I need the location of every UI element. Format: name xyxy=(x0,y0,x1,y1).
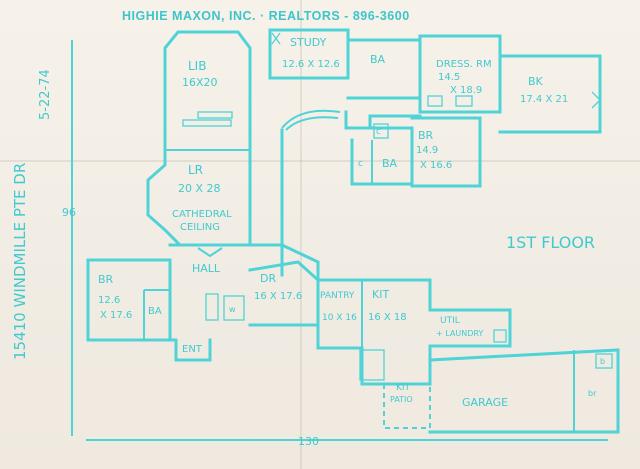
closet-mark-br: br xyxy=(588,389,597,398)
width-dimension-label: 130 xyxy=(298,435,319,448)
room-dr-size: 16 X 17.6 xyxy=(254,291,302,302)
room-br-left-size-b: X 17.6 xyxy=(100,310,132,321)
address-label: 15410 WINDMILLE PTE DR xyxy=(11,163,29,360)
depth-dimension-label: 96 xyxy=(62,206,76,219)
room-br-left-name: BR xyxy=(98,273,114,286)
bath-mid-wall xyxy=(350,126,414,186)
patio-outline xyxy=(383,384,431,429)
hall-powder xyxy=(223,295,245,321)
paper-fold-vertical xyxy=(300,0,302,469)
room-dress-size-b: X 18.9 xyxy=(450,85,482,96)
dress-fixture xyxy=(427,95,443,107)
room-br-right-name: BR xyxy=(418,129,434,142)
room-kit-name: KIT xyxy=(372,288,389,301)
floor-label: 1ST FLOOR xyxy=(506,233,595,252)
date-label: 5-22-74 xyxy=(38,69,53,120)
library-shelf xyxy=(182,119,232,127)
utility-fixture xyxy=(493,329,507,343)
room-kit-size: 16 X 18 xyxy=(368,312,407,323)
hallway-left-wall xyxy=(280,128,320,290)
room-patio-note: PATIO xyxy=(390,395,413,404)
garage-wall xyxy=(428,348,620,434)
room-lib-size: 16X20 xyxy=(182,76,218,89)
garage-bath-box xyxy=(595,353,613,369)
room-lr-name: LR xyxy=(188,163,203,177)
room-pantry-name: PANTRY xyxy=(320,291,355,301)
room-br-right-size-b: X 16.6 xyxy=(420,160,452,171)
study-wall xyxy=(268,28,350,80)
room-lr-note1: CATHEDRAL xyxy=(172,209,232,220)
room-br-left-size-a: 12.6 xyxy=(98,295,120,306)
hall-arch-mark xyxy=(197,247,223,258)
room-lr-size: 20 X 28 xyxy=(178,182,221,195)
kitchen-lower-wall xyxy=(316,323,432,386)
bedroom-right-wall xyxy=(410,116,482,188)
bedroom-master-wall xyxy=(498,54,602,134)
closet-mark-b: b xyxy=(600,357,605,366)
kitchen-wall xyxy=(316,278,512,348)
room-bk-name: BK xyxy=(528,75,544,88)
room-pantry-size: 10 X 16 xyxy=(322,313,357,323)
room-ent-name: ENT xyxy=(182,344,203,355)
paper-fold-horizontal xyxy=(0,160,640,162)
room-lr-note2: CEILING xyxy=(180,222,220,233)
curved-stair-inner xyxy=(285,116,339,131)
realtor-header: HIGHIE MAXON, INC. · REALTORS - 896-3600 xyxy=(122,9,410,23)
dress-room-wall xyxy=(418,34,502,114)
kitchen-stair xyxy=(359,349,385,381)
room-garage-name: GARAGE xyxy=(462,396,508,409)
room-br-right-size-a: 14.9 xyxy=(416,145,438,156)
closet-mark-c-2: c xyxy=(358,159,363,169)
hall-top-wall xyxy=(168,243,284,277)
hall-closet xyxy=(205,293,219,321)
bath-top-wall xyxy=(346,38,422,100)
closet-mark-box xyxy=(373,123,389,139)
study-window-mark xyxy=(271,32,281,45)
room-patio-name: KIT xyxy=(396,383,411,393)
room-util-name: UTIL xyxy=(440,316,460,326)
entry-wall xyxy=(168,338,212,362)
room-ba-left-name: BA xyxy=(148,306,162,317)
room-study-name: STUDY xyxy=(290,36,327,49)
room-dress-name: DRESS. RM xyxy=(436,59,492,70)
room-ba-mid-name: BA xyxy=(382,157,398,170)
room-hall-name: HALL xyxy=(192,262,221,275)
room-lib-name: LIB xyxy=(188,59,206,73)
room-study-size: 12.6 X 12.6 xyxy=(282,59,340,70)
dress-fixture-2 xyxy=(455,95,473,107)
closet-mark-c: c xyxy=(376,127,381,137)
library-shelf-2 xyxy=(197,111,233,119)
curved-stair-outer xyxy=(281,109,341,129)
room-util-note: + LAUNDRY xyxy=(436,329,483,338)
room-ba-top-name: BA xyxy=(370,53,386,66)
closet-mark-w: w xyxy=(229,305,236,314)
hallway-top-wall xyxy=(344,110,422,130)
room-dr-name: DR xyxy=(260,272,276,285)
room-dress-size-a: 14.5 xyxy=(438,72,460,83)
room-bk-size: 17.4 X 21 xyxy=(520,94,568,105)
bay-window-mark xyxy=(591,91,601,109)
